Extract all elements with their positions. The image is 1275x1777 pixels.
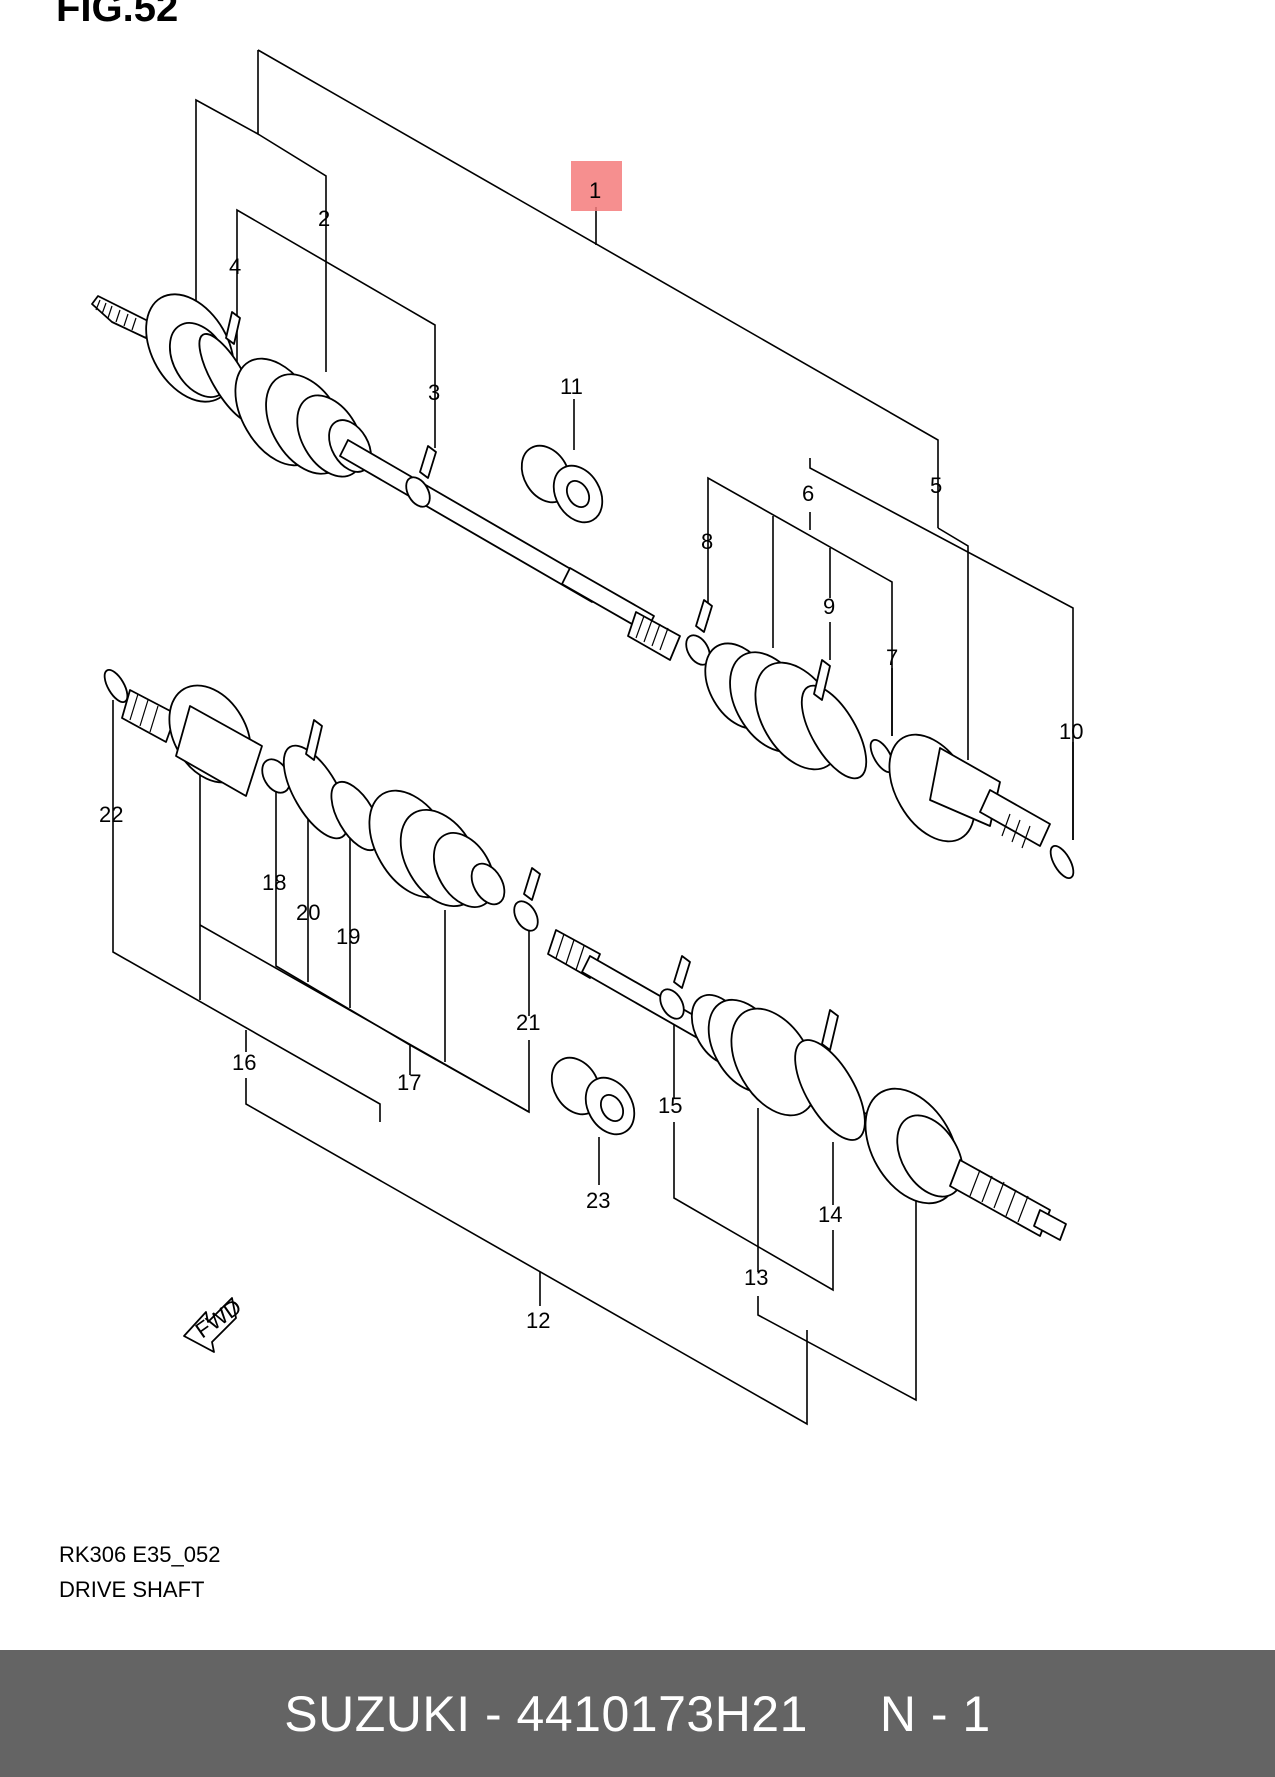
callout-5[interactable]: 5 — [930, 473, 942, 498]
callout-18[interactable]: 18 — [262, 870, 286, 895]
callout-20[interactable]: 20 — [296, 900, 320, 925]
figure-name: DRIVE SHAFT — [59, 1577, 205, 1602]
leader-lines-lower — [112, 700, 917, 1426]
callout-7[interactable]: 7 — [886, 645, 898, 670]
callout-17[interactable]: 17 — [397, 1070, 421, 1095]
callout-8[interactable]: 8 — [701, 529, 713, 554]
fwd-arrow-icon: FWD — [183, 1294, 246, 1353]
callout-22[interactable]: 22 — [99, 802, 123, 827]
callout-6[interactable]: 6 — [802, 481, 814, 506]
callout-23[interactable]: 23 — [586, 1188, 610, 1213]
callout-14[interactable]: 14 — [818, 1202, 842, 1227]
footer-bar: SUZUKI - 4410173H21 N - 1 — [0, 1650, 1275, 1777]
figure-code: RK306 E35_052 — [59, 1542, 221, 1567]
callout-4[interactable]: 4 — [229, 254, 241, 279]
upper-shaft-assembly — [91, 293, 1075, 879]
callout-10[interactable]: 10 — [1059, 719, 1083, 744]
figure-label: FIG.52 — [56, 0, 179, 30]
lower-shaft-assembly — [103, 669, 1067, 1241]
callout-3[interactable]: 3 — [428, 380, 440, 405]
callout-9[interactable]: 9 — [823, 594, 835, 619]
callout-12[interactable]: 12 — [526, 1308, 550, 1333]
callout-19[interactable]: 19 — [336, 924, 360, 949]
callout-15[interactable]: 15 — [658, 1093, 682, 1118]
callout-1[interactable]: 1 — [589, 178, 601, 203]
leader-lines-upper — [195, 49, 1074, 840]
callouts: 1 2 4 3 11 5 6 8 9 7 10 22 18 20 19 21 1… — [99, 178, 1083, 1333]
callout-21[interactable]: 21 — [516, 1010, 540, 1035]
callout-16[interactable]: 16 — [232, 1050, 256, 1075]
callout-2[interactable]: 2 — [318, 206, 330, 231]
callout-11[interactable]: 11 — [560, 374, 583, 399]
footer-part-number: SUZUKI - 4410173H21 N - 1 — [284, 1685, 991, 1742]
drive-shaft-exploded-diagram: FWD 1 2 4 3 11 5 6 8 9 7 10 22 18 20 19 … — [91, 49, 1083, 1426]
callout-13[interactable]: 13 — [744, 1265, 768, 1290]
callout-1-highlight — [571, 161, 622, 211]
